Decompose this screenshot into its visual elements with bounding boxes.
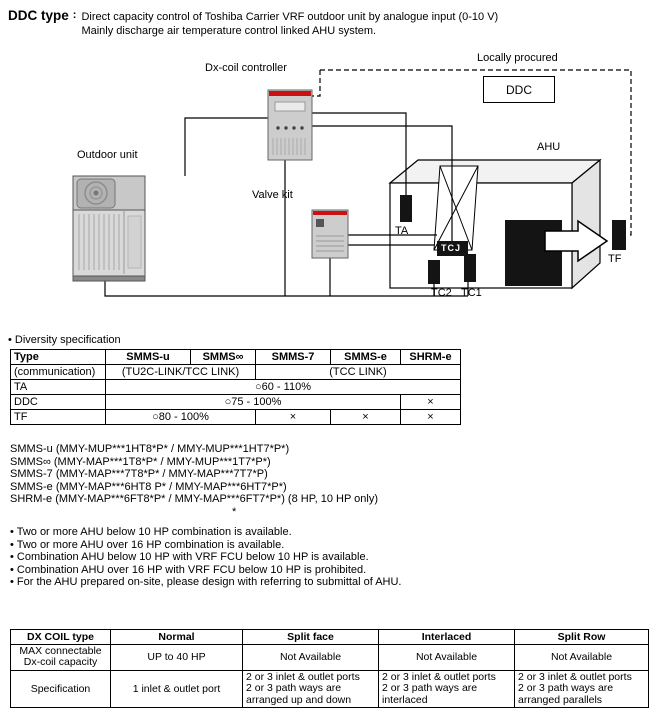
dx-header-row: DX COIL type Normal Split face Interlace… [11,629,649,644]
cell-spec-normal: 1 inlet & outlet port [111,670,243,708]
cell-capacity-split-face: Not Available [243,644,379,670]
cell-communication-label: (communication) [11,365,106,380]
outdoor-unit-graphic [73,176,145,281]
page-header: DDC type : Direct capacity control of To… [0,0,658,38]
system-diagram: Dx-coil controller Locally procured DDC … [0,38,658,328]
cell-ddc-shrm-e: × [401,395,461,410]
ahu-graphic [390,160,600,288]
label-valve-kit: Valve kit [252,189,293,201]
col-header-smms-e: SMMS-e [331,350,401,365]
model-line-smms-e: SMMS-e (MMY-MAP***6HT8 P* / MMY-MAP***6H… [10,481,658,494]
label-ddc: DDC [506,83,532,97]
cell-capacity-normal: UP to 40 HP [111,644,243,670]
ahu-right-face [572,160,600,288]
label-tc2: TC2 [431,287,452,299]
model-line-smms-inf: SMMS∞ (MMY-MAP***1T8*P* / MMY-MUP***1T7*… [10,456,658,469]
header-line-1: Direct capacity control of Toshiba Carri… [81,11,498,23]
label-tc1: TC1 [461,287,482,299]
model-footnote-star: * [10,506,658,519]
diversity-ta-row: TA ○60 - 110% [11,380,461,395]
diversity-communication-row: (communication) (TU2C-LINK/TCC LINK) (TC… [11,365,461,380]
model-line-smms-7: SMMS-7 (MMY-MAP***7T8*P* / MMY-MAP***7T7… [10,468,658,481]
cell-spec-label: Specification [11,670,111,708]
dx-spec-row: Specification 1 inlet & outlet port 2 or… [11,670,649,708]
cell-capacity-label: MAX connectable Dx-coil capacity [11,644,111,670]
model-list: SMMS-u (MMY-MUP***1HT8*P* / MMY-MUP***1H… [10,443,658,518]
cell-spec-split-face: 2 or 3 inlet & outlet ports 2 or 3 path … [243,670,379,708]
dx-col-header-type: DX COIL type [11,629,111,644]
col-header-shrm-e: SHRM-e [401,350,461,365]
header-line-2: Mainly discharge air temperature control… [81,25,376,37]
label-locally-procured: Locally procured [477,52,558,64]
dx-col-header-split-row: Split Row [515,629,649,644]
system-diagram-graphics [0,38,658,328]
note-item: • Two or more AHU below 10 HP combinatio… [10,526,658,539]
dx-capacity-row: MAX connectable Dx-coil capacity UP to 4… [11,644,649,670]
col-header-smms-u: SMMS-u [106,350,191,365]
cell-spec-split-row: 2 or 3 inlet & outlet ports 2 or 3 path … [515,670,649,708]
ahu-outlet-opening [505,220,562,286]
cell-ta-value: ○60 - 110% [106,380,461,395]
col-header-type: Type [11,350,106,365]
label-tf: TF [608,253,621,265]
cell-tf-smms-e: × [331,410,401,425]
diversity-table: Type SMMS-u SMMS∞ SMMS-7 SMMS-e SHRM-e (… [10,349,461,425]
label-dx-coil-controller: Dx-coil controller [205,62,287,74]
cell-capacity-interlaced: Not Available [379,644,515,670]
dx-col-header-split-face: Split face [243,629,379,644]
diversity-ddc-row: DDC ○75 - 100% × [11,395,461,410]
valve-kit-graphic [312,210,348,258]
ddc-box: DDC [483,76,555,103]
label-outdoor-unit: Outdoor unit [77,149,138,161]
tc2-sensor [428,260,440,284]
header-description: Direct capacity control of Toshiba Carri… [81,8,498,38]
note-item: • Combination AHU below 10 HP with VRF F… [10,551,658,564]
diversity-header-row: Type SMMS-u SMMS∞ SMMS-7 SMMS-e SHRM-e [11,350,461,365]
cell-tf-label: TF [11,410,106,425]
dx-coil-graphic [434,166,478,250]
header-colon: : [73,9,77,21]
tc1-sensor [464,254,476,282]
model-line-shrm-e: SHRM-e (MMY-MAP***6FT8*P* / MMY-MAP***6F… [10,493,658,506]
note-item: • For the AHU prepared on-site, please d… [10,576,658,589]
label-tcj: TCJ [441,243,461,253]
cell-ddc-value: ○75 - 100% [106,395,401,410]
cell-ta-label: TA [11,380,106,395]
col-header-smms-inf: SMMS∞ [191,350,256,365]
cell-ddc-label: DDC [11,395,106,410]
cell-capacity-split-row: Not Available [515,644,649,670]
cell-spec-interlaced: 2 or 3 inlet & outlet ports 2 or 3 path … [379,670,515,708]
label-ta: TA [395,225,408,237]
note-item: • Two or more AHU over 16 HP combination… [10,539,658,552]
dx-col-header-normal: Normal [111,629,243,644]
model-line-smms-u: SMMS-u (MMY-MUP***1HT8*P* / MMY-MUP***1H… [10,443,658,456]
page-title: DDC type [8,8,69,23]
dx-col-header-interlaced: Interlaced [379,629,515,644]
dx-coil-table: DX COIL type Normal Split face Interlace… [10,629,649,708]
cell-link-tcc: (TCC LINK) [256,365,461,380]
dx-coil-controller-graphic [268,90,312,160]
col-header-smms-7: SMMS-7 [256,350,331,365]
label-ahu: AHU [537,141,560,153]
ahu-top-face [390,160,600,183]
diversity-heading: • Diversity specification [8,334,658,346]
cell-link-tu2c: (TU2C-LINK/TCC LINK) [106,365,256,380]
cell-tf-shrm-e: × [401,410,461,425]
cell-tf-smms-7: × [256,410,331,425]
notes-list: • Two or more AHU below 10 HP combinatio… [10,526,658,589]
cell-tf-value: ○80 - 100% [106,410,256,425]
tf-sensor [612,220,626,250]
note-item: • Combination AHU over 16 HP with VRF FC… [10,564,658,577]
ta-sensor [400,195,412,222]
diversity-tf-row: TF ○80 - 100% × × × [11,410,461,425]
